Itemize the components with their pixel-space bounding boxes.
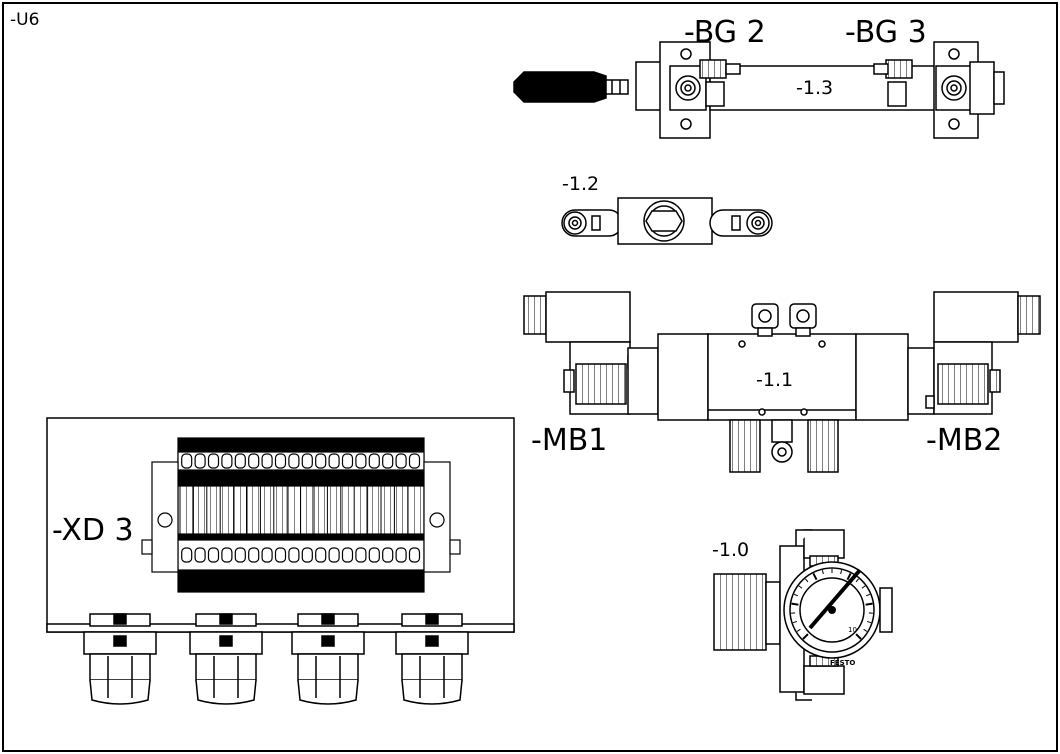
gauge-max-value: 10 (848, 626, 857, 634)
terminal-cell (192, 453, 206, 563)
terminal-cell (286, 453, 300, 563)
terminal-cell (300, 453, 313, 563)
terminal-cell (340, 453, 354, 563)
terminal-cell (313, 453, 327, 563)
rod-end (513, 71, 607, 103)
pressure-regulator (713, 529, 893, 701)
terminal-cell (407, 453, 421, 563)
frame-label: -U6 (10, 10, 39, 30)
terminal-cell (179, 453, 193, 563)
solenoid-left-label: -MB1 (531, 423, 607, 458)
terminal-cell (326, 453, 340, 563)
gauge-brand: FESTO (830, 659, 855, 667)
gauge-scale (791, 569, 873, 640)
terminal-cell (353, 453, 367, 563)
cylinder-label: -1.3 (796, 77, 833, 99)
terminal-cell (233, 453, 246, 563)
terminal-cell (393, 453, 407, 563)
terminal-cell (273, 453, 287, 563)
sensor-left-label: -BG 2 (684, 15, 766, 50)
terminal-cell (206, 453, 220, 563)
regulator-label: -1.0 (712, 539, 749, 561)
solenoid-right-label: -MB2 (926, 423, 1002, 458)
cable-gland (83, 613, 157, 705)
cable-gland (189, 613, 263, 705)
throttle-label: -1.2 (562, 173, 599, 195)
sensor-right-label: -BG 3 (845, 15, 927, 50)
cylinder (513, 41, 1005, 139)
terminal-cell (246, 453, 260, 563)
terminal-block-label: -XD 3 (52, 513, 134, 548)
gauge-needle (808, 568, 862, 630)
valve-label: -1.1 (756, 369, 793, 391)
solenoid-valve (523, 291, 1041, 473)
cable-gland (395, 613, 469, 705)
throttle-valve (561, 197, 773, 245)
cable-glands (83, 613, 469, 705)
terminal-cell (259, 453, 273, 563)
terminal-cells (179, 453, 421, 563)
terminal-box (46, 417, 515, 633)
terminal-cell (219, 453, 233, 563)
terminal-cell (380, 453, 394, 563)
terminal-cell (367, 453, 380, 563)
cable-gland (291, 613, 365, 705)
